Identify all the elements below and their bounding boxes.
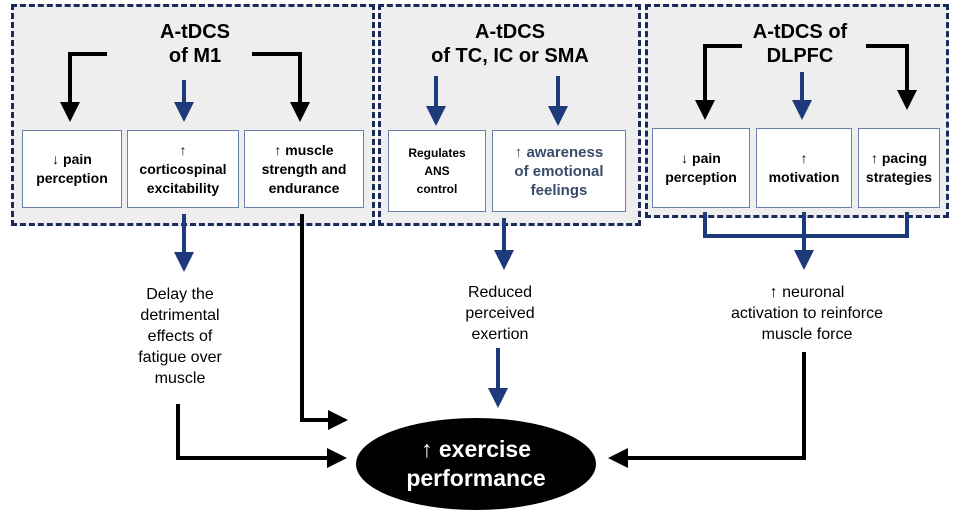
dlpfc-arrow-to-pacing bbox=[866, 44, 917, 110]
m1-arrow-to-muscle bbox=[252, 52, 310, 122]
outcome-m1-line2: detrimental bbox=[140, 307, 220, 324]
goal-line1: ↑ exercise bbox=[421, 436, 531, 462]
goal-exercise-performance: ↑ exercise performance bbox=[356, 418, 596, 510]
tc-effect-ans-line1: Regulates bbox=[408, 146, 466, 160]
dlpfc-bracket bbox=[703, 212, 909, 238]
outcome-dlpfc-line2: activation to reinforce bbox=[730, 305, 884, 322]
outcome-neuronal-activation: ↑ neuronal activation to reinforce muscl… bbox=[712, 282, 902, 345]
tc-effect-awareness: ↑ awareness of emotional feelings bbox=[492, 130, 626, 212]
outcome-tc-line2: perceived bbox=[465, 305, 535, 322]
dlpfc-effect-pacing-strategies: ↑ pacing strategies bbox=[858, 128, 940, 208]
tc-effect-awareness-line3: feelings bbox=[530, 181, 588, 199]
panel-dlpfc-title: A-tDCS of DLPFC bbox=[710, 20, 890, 68]
outcome-tc-line3: exertion bbox=[471, 326, 529, 343]
panel-m1-title-line2: of M1 bbox=[168, 45, 222, 67]
tc-effect-ans-line3: control bbox=[416, 182, 458, 196]
panel-dlpfc-title-line1: A-tDCS of bbox=[752, 21, 848, 43]
m1-effect-pain-line2: perception bbox=[36, 170, 108, 186]
m1-effect-cortico-line3: excitability bbox=[146, 179, 220, 196]
tc-effect-ans-line2: ANS bbox=[424, 164, 450, 178]
m1-effect-muscle-strength: ↑ muscle strength and endurance bbox=[244, 130, 364, 208]
m1-arrow-to-pain bbox=[60, 52, 107, 122]
outcome-reduced-exertion: Reduced perceived exertion bbox=[440, 282, 560, 345]
dlpfc-effect-pacing-line2: strategies bbox=[865, 169, 933, 185]
panel-dlpfc-title-line2: DLPFC bbox=[766, 45, 834, 67]
dlpfc-effect-motivation-line2: motivation bbox=[768, 169, 840, 185]
tc-effect-awareness-line1: ↑ awareness bbox=[514, 143, 604, 161]
dlpfc-effect-pain-perception: ↓ pain perception bbox=[652, 128, 750, 208]
panel-tc-title-line2: of TC, IC or SMA bbox=[431, 45, 589, 67]
outcome-m1-line3: effects of bbox=[147, 328, 213, 345]
panel-m1-title-line1: A-tDCS bbox=[160, 21, 230, 43]
muscle-arrow-to-goal bbox=[300, 214, 348, 430]
panel-tc-title: A-tDCS of TC, IC or SMA bbox=[390, 20, 630, 68]
m1-effect-muscle-line3: endurance bbox=[268, 179, 340, 196]
dlpfc-effect-motivation: ↑ motivation bbox=[756, 128, 852, 208]
neuronal-arrow-to-goal bbox=[608, 352, 806, 468]
tc-effect-awareness-line2: of emotional bbox=[514, 162, 604, 180]
fatigue-arrow-to-goal bbox=[176, 404, 347, 468]
dlpfc-arrow-to-pain bbox=[695, 44, 742, 120]
m1-effect-cortico-line2: corticospinal bbox=[139, 160, 227, 177]
outcome-m1-line1: Delay the bbox=[146, 286, 214, 303]
dlpfc-effect-pain-line1: ↓ pain bbox=[681, 150, 721, 166]
outcome-dlpfc-line3: muscle force bbox=[761, 326, 853, 343]
panel-tc-title-line1: A-tDCS bbox=[475, 21, 545, 43]
goal-line2: performance bbox=[406, 465, 546, 491]
m1-effect-muscle-line1: ↑ muscle bbox=[274, 141, 334, 158]
outcome-dlpfc-line1: ↑ neuronal bbox=[769, 284, 845, 301]
m1-effect-pain-perception: ↓ pain perception bbox=[22, 130, 122, 208]
dlpfc-effect-motivation-line1: ↑ bbox=[800, 150, 808, 166]
tc-effect-regulates-ans: Regulates ANS control bbox=[388, 130, 486, 212]
outcome-m1-line5: muscle bbox=[154, 370, 206, 387]
outcome-tc-line1: Reduced bbox=[467, 284, 533, 301]
outcome-m1-line4: fatigue over bbox=[138, 349, 222, 366]
m1-effect-pain-line1: ↓ pain bbox=[52, 151, 92, 167]
outcome-delay-fatigue: Delay the detrimental effects of fatigue… bbox=[120, 284, 240, 389]
dlpfc-effect-pain-line2: perception bbox=[665, 169, 737, 185]
m1-effect-cortico-line1: ↑ bbox=[179, 141, 187, 158]
m1-effect-muscle-line2: strength and bbox=[261, 160, 347, 177]
panel-m1-title: A-tDCS of M1 bbox=[110, 20, 280, 68]
dlpfc-effect-pacing-line1: ↑ pacing bbox=[870, 150, 927, 166]
m1-effect-corticospinal-excitability: ↑ corticospinal excitability bbox=[127, 130, 239, 208]
